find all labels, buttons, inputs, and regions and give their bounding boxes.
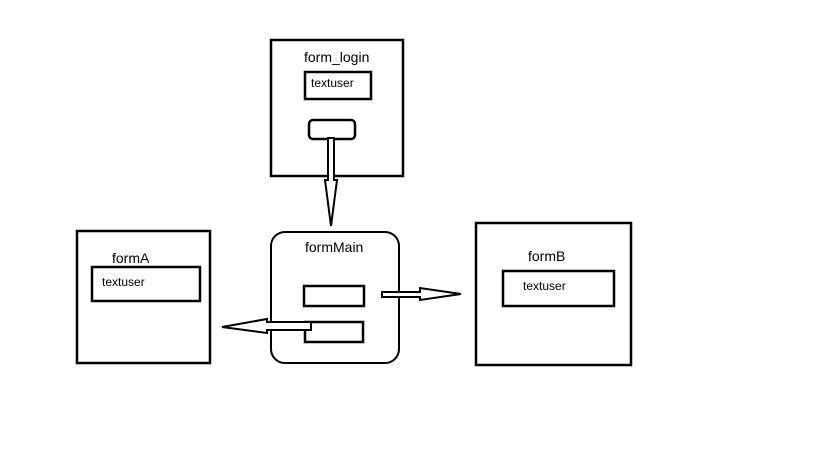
form-b-textuser-label: textuser	[523, 279, 566, 293]
form-a-textuser-field	[90, 265, 202, 303]
arrow-main-to-a	[221, 317, 312, 335]
arrow-login-to-main	[323, 137, 339, 227]
form-b-textuser-field	[501, 269, 616, 308]
form-a-frame	[75, 229, 212, 365]
form-a-title: formA	[112, 250, 150, 266]
form-b-window: formB textuser	[474, 221, 633, 367]
form-login-frame	[269, 38, 405, 178]
form-a-window: formA textuser	[75, 229, 212, 365]
form-main-window: formMain	[270, 231, 400, 364]
form-b-title: formB	[528, 248, 565, 264]
form-main-button-a	[303, 320, 365, 344]
form-main-button-b	[302, 284, 366, 308]
form-main-title: formMain	[305, 239, 363, 255]
form-b-frame	[474, 221, 633, 367]
arrow-main-to-b	[381, 286, 462, 302]
form-login-textuser-label: textuser	[311, 76, 354, 90]
form-a-textuser-label: textuser	[102, 275, 145, 289]
form-login-textuser-field	[303, 70, 373, 101]
form-login-title: form_login	[304, 49, 369, 65]
